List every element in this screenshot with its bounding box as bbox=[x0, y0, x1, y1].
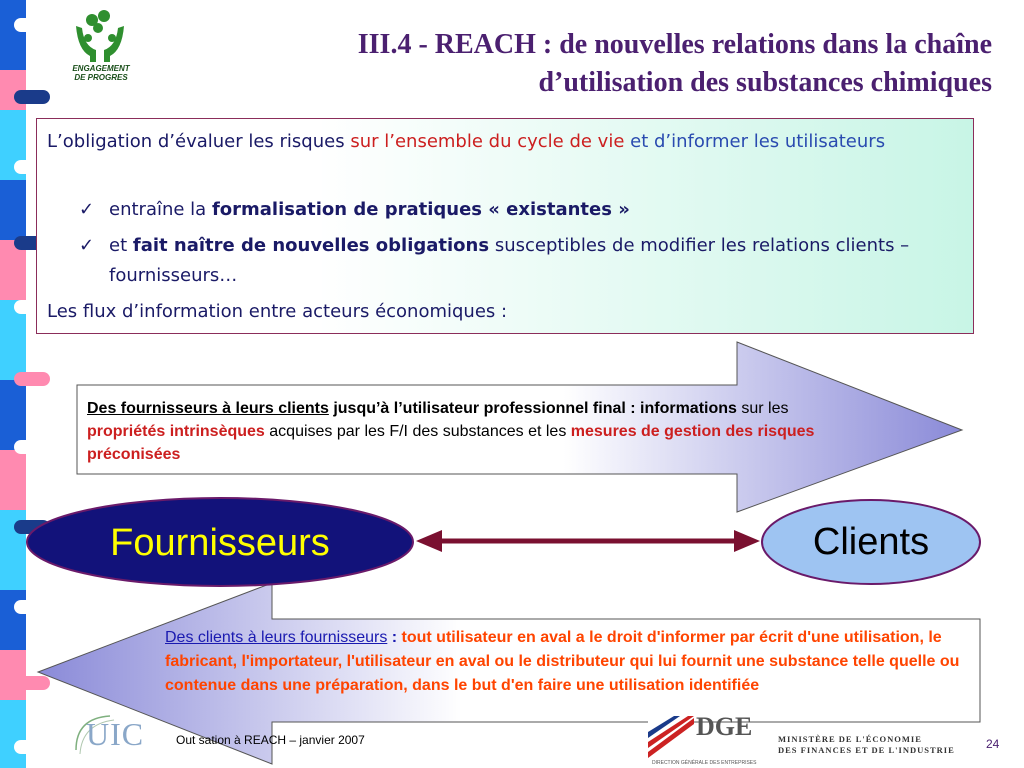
ministere-line-2: DES FINANCES ET DE L'INDUSTRIE bbox=[778, 745, 955, 755]
checkmark-icon: ✓ bbox=[79, 235, 95, 256]
paragraph-flux: Les flux d’information entre acteurs éco… bbox=[47, 297, 957, 327]
uic-logo: UIC bbox=[70, 710, 162, 760]
text-run-bold: jusqu’à l’utilisateur professionnel fina… bbox=[328, 400, 737, 417]
clients-label: Clients bbox=[812, 521, 930, 563]
dge-logo: DGE DIRECTION GÉNÉRALE DES ENTREPRISES bbox=[648, 712, 768, 768]
text-run: susceptibles de modifier les relations c… bbox=[109, 235, 910, 286]
text-run: acquises par les F/I des substances et l… bbox=[264, 423, 571, 440]
bullet-obligations: ✓ et fait naître de nouvelles obligation… bbox=[79, 231, 969, 291]
footer-text: Out sation à REACH – janvier 2007 bbox=[176, 733, 365, 747]
double-arrow-link bbox=[416, 530, 760, 552]
text-run-bold: formalisation de pratiques « existantes … bbox=[211, 199, 630, 220]
ministere-text: MINISTÈRE DE L'ÉCONOMIE DES FINANCES ET … bbox=[778, 734, 968, 756]
text-run-underlined: Des fournisseurs à leurs clients bbox=[87, 400, 329, 417]
text-run: L’obligation d’évaluer les risques bbox=[47, 131, 351, 152]
stripe-dot bbox=[14, 600, 50, 614]
stripe-band bbox=[0, 0, 26, 70]
logo-line-2: DE PROGRES bbox=[74, 73, 128, 82]
slide-title: III.4 - REACH : de nouvelles relations d… bbox=[150, 26, 992, 102]
text-run: sur les bbox=[736, 400, 789, 417]
text-run: entraîne la bbox=[109, 199, 212, 220]
stripe-band bbox=[0, 700, 26, 768]
stripe-dot bbox=[14, 18, 50, 32]
uic-swirl-icon bbox=[75, 715, 115, 755]
arrow-right-shape bbox=[76, 341, 964, 513]
ministere-line-1: MINISTÈRE DE L'ÉCONOMIE bbox=[778, 734, 922, 744]
engagement-progres-logo: ENGAGEMENT DE PROGRES bbox=[62, 6, 140, 86]
checkmark-icon: ✓ bbox=[79, 199, 95, 220]
text-run-orange: tout utilisateur en aval a le droit d'in… bbox=[165, 629, 960, 694]
stripe-band bbox=[0, 450, 26, 510]
flow-clients-to-suppliers-text: Des clients à leurs fournisseurs : tout … bbox=[165, 626, 971, 698]
flag-stripes-icon bbox=[648, 716, 694, 758]
text-run-red: propriétés intrinsèques bbox=[87, 423, 265, 440]
paragraph-obligation: L’obligation d’évaluer les risques sur l… bbox=[47, 127, 957, 157]
fournisseurs-ellipse bbox=[26, 497, 414, 587]
dge-text: DGE bbox=[696, 712, 753, 741]
stripe-band bbox=[0, 180, 26, 240]
text-run: Les flux d’information entre acteurs éco… bbox=[47, 301, 508, 322]
left-decorative-stripe bbox=[0, 0, 60, 768]
content-box: L’obligation d’évaluer les risques sur l… bbox=[36, 118, 974, 334]
bullet-formalisation: ✓ entraîne la formalisation de pratiques… bbox=[79, 195, 969, 225]
stripe-band bbox=[0, 650, 26, 700]
stripe-dot bbox=[14, 440, 50, 454]
logo-line-1: ENGAGEMENT bbox=[72, 64, 130, 73]
title-line-2: d’utilisation des substances chimiques bbox=[538, 67, 992, 98]
logo-caption: ENGAGEMENT DE PROGRES bbox=[62, 64, 140, 82]
text-run-red: sur l’ensemble du cycle de vie bbox=[350, 131, 625, 152]
page-number: 24 bbox=[986, 737, 1000, 751]
stripe-dot bbox=[14, 90, 50, 104]
text-run-blue: et d’informer les utilisateurs bbox=[624, 131, 886, 152]
stripe-dot bbox=[14, 740, 50, 754]
stripe-dot bbox=[14, 676, 50, 690]
clients-ellipse bbox=[761, 499, 981, 585]
stripe-band bbox=[0, 380, 26, 450]
title-part-1: III.4 - REACH bbox=[357, 29, 536, 60]
fournisseurs-label: Fournisseurs bbox=[110, 522, 330, 564]
flow-suppliers-to-clients-text: Des fournisseurs à leurs clients jusqu’à… bbox=[87, 397, 847, 466]
text-run: : bbox=[387, 629, 402, 646]
dge-subtitle: DIRECTION GÉNÉRALE DES ENTREPRISES bbox=[652, 760, 757, 766]
text-run-bold: fait naître de nouvelles obligations bbox=[132, 235, 490, 256]
text-run-underlined: Des clients à leurs fournisseurs bbox=[165, 629, 388, 646]
text-run-red: mesures de gestion des risques préconisé… bbox=[87, 423, 815, 463]
title-part-2: de nouvelles relations dans la chaîne bbox=[559, 29, 992, 60]
stripe-dot bbox=[14, 372, 50, 386]
people-leaves-icon bbox=[76, 10, 124, 62]
arrow-left-shape bbox=[36, 582, 981, 765]
uic-text: UIC bbox=[86, 716, 145, 752]
title-separator: : bbox=[535, 29, 560, 60]
text-run: et bbox=[109, 235, 133, 256]
stripe-band bbox=[0, 240, 26, 300]
